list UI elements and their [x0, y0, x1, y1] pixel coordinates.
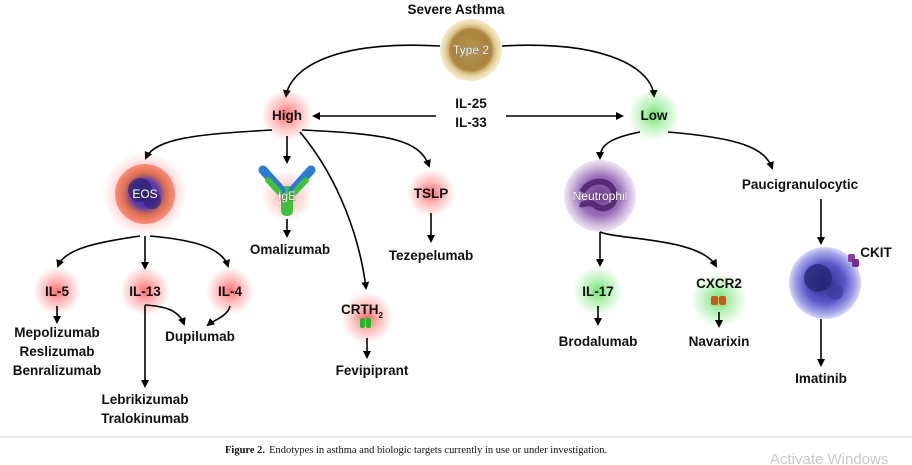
drug-tezepelumab: Tezepelumab	[389, 248, 474, 263]
arrow-to-high	[282, 44, 441, 98]
drug-brodalumab: Brodalumab	[559, 334, 638, 349]
cxcr2-label: CXCR2	[696, 276, 742, 291]
type2-label: Type 2	[453, 43, 489, 57]
drug-fevipiprant: Fevipiprant	[336, 363, 409, 378]
diagram-title: Severe Asthma	[407, 2, 505, 17]
drug-navarixin: Navarixin	[689, 334, 750, 349]
il13-label: IL-13	[129, 284, 161, 299]
arrow-high-to-tslp	[301, 129, 431, 168]
low-label: Low	[641, 108, 668, 123]
cxcr2-node: CXCR2	[691, 272, 747, 328]
figure-caption: Figure 2.Endotypes in asthma and biologi…	[225, 445, 607, 456]
high-node: High	[261, 89, 313, 141]
tslp-node: TSLP	[407, 169, 455, 217]
receptor-icon	[711, 296, 726, 305]
il13-node: IL-13	[120, 266, 170, 316]
drug-tralokinumab: Tralokinumab	[101, 411, 189, 426]
mast-cell	[789, 247, 861, 319]
crth2-node: CRTH2	[341, 292, 393, 344]
il17-label: IL-17	[582, 284, 614, 299]
receptor-icon	[360, 318, 371, 328]
drug-dupilumab: Dupilumab	[165, 329, 235, 344]
arrow-high-to-eos	[144, 129, 273, 160]
drug-mepolizumab: Mepolizumab	[14, 325, 100, 340]
arrow-to-low	[501, 44, 658, 98]
arrow-high-to-crth2	[299, 131, 370, 290]
il5-node: IL-5	[33, 267, 81, 315]
drug-lebrikizumab: Lebrikizumab	[101, 392, 188, 407]
receptor-icon	[848, 254, 859, 267]
ige-label: IgE	[278, 189, 296, 203]
drug-benralizumab: Benralizumab	[13, 363, 102, 378]
neutrophil-label: Neutrophil	[573, 189, 628, 203]
neutrophil-cell: Neutrophil	[564, 160, 636, 232]
drug-omalizumab: Omalizumab	[250, 242, 330, 257]
drug-reslizumab: Reslizumab	[19, 344, 94, 359]
link-label-il25: IL-25	[455, 96, 487, 111]
arrow-il4-to-dupilumab	[206, 305, 231, 327]
crth2-label: CRTH2	[341, 302, 384, 320]
arrow-eos-to-il5	[56, 235, 141, 268]
il4-label: IL-4	[218, 284, 242, 299]
il5-label: IL-5	[45, 284, 69, 299]
paucigranulocytic-label: Paucigranulocytic	[742, 177, 859, 192]
il17-node: IL-17	[573, 266, 623, 316]
ige-antibody-icon: IgE	[258, 165, 316, 222]
crth2-subscript: 2	[379, 311, 384, 320]
arrow-low-to-paucigranulocytic	[667, 131, 774, 170]
low-node: Low	[628, 89, 680, 141]
arrow-low-to-neutrophil	[596, 131, 641, 160]
link-label-il33: IL-33	[455, 115, 487, 130]
arrow-il13-to-dupilumab	[144, 304, 186, 326]
arrow-neutrophil-to-cxcr2	[599, 231, 717, 268]
tslp-label: TSLP	[414, 186, 449, 201]
il4-node: IL-4	[206, 267, 254, 315]
arrow-eos-to-il4	[149, 235, 230, 268]
type2-cell: Type 2	[440, 19, 502, 81]
activate-windows-watermark: Activate Windows	[770, 451, 888, 465]
eos-cell: EOS	[103, 152, 187, 236]
drug-imatinib: Imatinib	[795, 371, 847, 386]
eos-label: EOS	[132, 187, 157, 201]
ckit-label: CKIT	[860, 245, 892, 260]
high-label: High	[272, 108, 302, 123]
